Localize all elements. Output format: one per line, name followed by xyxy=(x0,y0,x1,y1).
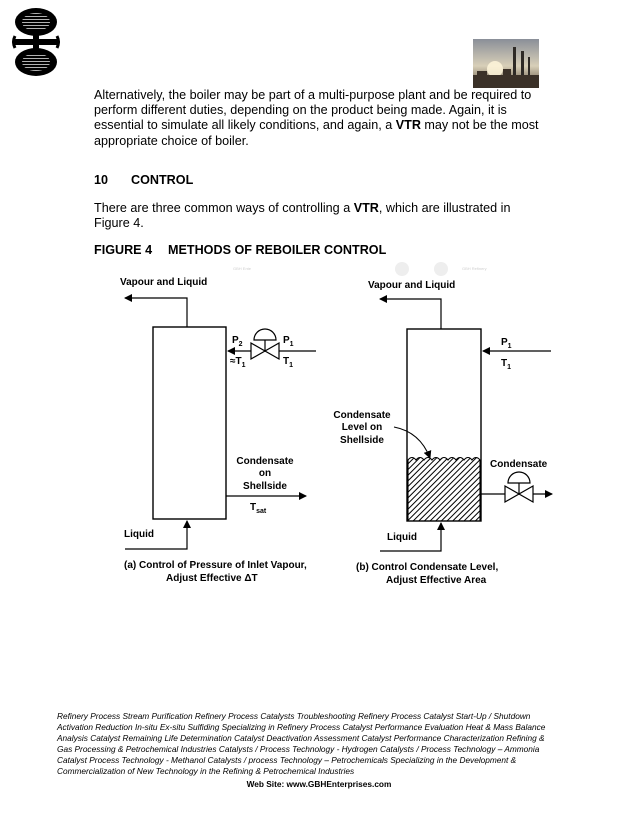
caption-b: Adjust Effective Area xyxy=(386,575,487,586)
footer-text: Refinery Process Stream Purification Ref… xyxy=(57,711,546,777)
label-approx-t1: ≈T1 xyxy=(230,356,246,369)
label-t1-b: T1 xyxy=(501,358,511,371)
vessel-a xyxy=(152,326,227,520)
condensate-level-fill xyxy=(407,456,481,522)
level-label: Level on xyxy=(342,422,383,433)
level-label: Shellside xyxy=(340,435,384,446)
vessel-b xyxy=(406,328,482,522)
label-p2: P2 xyxy=(232,335,243,348)
liquid-inlet-arrow-a xyxy=(125,520,191,550)
intro-paragraph: Alternatively, the boiler may be part of… xyxy=(94,88,539,148)
caption-b: (b) Control Condensate Level, xyxy=(356,562,498,573)
caption-a: (a) Control of Pressure of Inlet Vapour, xyxy=(124,560,307,571)
control-valve-icon xyxy=(504,471,534,504)
condensate-label-a: on xyxy=(259,468,271,479)
caption-a: Adjust Effective ΔT xyxy=(166,573,258,584)
level-label: Condensate xyxy=(333,410,391,421)
watermark-text: GBH Refinery xyxy=(462,266,487,271)
watermark-text: GBH Ente xyxy=(233,266,252,271)
diagram-b: Vapour and Liquid P1 T1 Condensate Level… xyxy=(333,280,553,586)
label-tsat: Tsat xyxy=(250,502,267,515)
condensate-label-a: Shellside xyxy=(243,481,287,492)
vapour-outlet-arrow-b xyxy=(379,295,442,329)
website-link[interactable]: Web Site: www.GBHEnterprises.com xyxy=(246,779,392,789)
vapour-outlet-arrow xyxy=(124,294,188,327)
vapour-liquid-label-a: Vapour and Liquid xyxy=(120,277,207,288)
refinery-photo-icon xyxy=(473,39,539,88)
level-pointer-arrow xyxy=(393,426,432,459)
liquid-label-a: Liquid xyxy=(124,529,154,540)
label-p1-a: P1 xyxy=(283,335,294,348)
liquid-label-b: Liquid xyxy=(387,532,417,543)
vapour-liquid-label-b: Vapour and Liquid xyxy=(368,280,455,291)
diagram-a: Vapour and Liquid P2 P1 ≈T1 T1 Condensat… xyxy=(120,277,316,584)
watermark-mark xyxy=(434,262,448,276)
gbh-logo-icon xyxy=(12,8,60,76)
control-valve-icon xyxy=(250,328,280,361)
watermark-mark xyxy=(395,262,409,276)
label-p1-b: P1 xyxy=(501,337,512,350)
condensate-label-b: Condensate xyxy=(490,459,548,470)
label-t1-a: T1 xyxy=(283,356,293,369)
control-paragraph: There are three common ways of controlli… xyxy=(94,201,511,231)
liquid-inlet-arrow-b xyxy=(380,522,445,552)
condensate-label-a: Condensate xyxy=(236,456,294,467)
